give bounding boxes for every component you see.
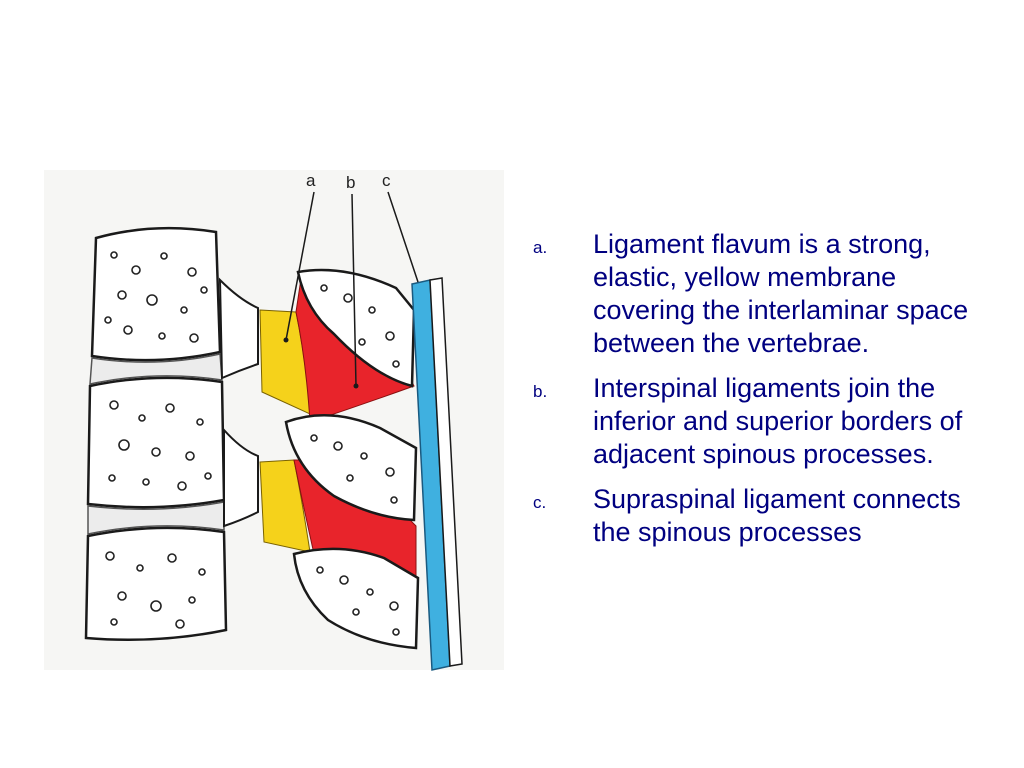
spinous-process-2	[284, 414, 418, 522]
vertebral-bodies	[84, 226, 228, 642]
pedicles	[218, 277, 259, 528]
note-marker: c.	[533, 493, 547, 512]
pedicle-2	[223, 427, 259, 528]
label-c: c	[382, 171, 391, 190]
cancellous-bone-pattern	[104, 251, 212, 629]
vertebral-body-2	[86, 376, 226, 509]
leader-dot-b	[353, 383, 359, 389]
label-a: a	[306, 171, 316, 190]
disc-2	[87, 501, 225, 535]
leader-line-b	[351, 193, 357, 387]
note-item-b: b. Interspinal ligaments join the inferi…	[533, 372, 993, 471]
spinous-bone-pattern	[310, 284, 400, 636]
leader-dot-a	[283, 337, 289, 343]
note-marker: a.	[533, 238, 548, 257]
note-text: Ligament flavum is a strong, elastic, ye…	[593, 229, 969, 358]
vertebral-body-1	[90, 226, 222, 362]
supraspinal-ligament-outer	[429, 277, 463, 667]
leader-line-a	[285, 191, 315, 341]
pedicle-1	[218, 277, 259, 380]
ligamentum-flavum	[259, 309, 311, 553]
note-marker: b.	[533, 382, 548, 401]
supraspinal-ligament	[411, 277, 463, 671]
spinous-process-1	[296, 268, 416, 388]
note-text: Interspinal ligaments join the inferior …	[593, 373, 963, 469]
leader-lines	[285, 191, 419, 387]
ligament-notes-list: a. Ligament flavum is a strong, elastic,…	[533, 228, 993, 561]
disc-1	[89, 353, 223, 385]
spine-ligament-figure: a b c	[44, 160, 504, 680]
spinous-processes	[284, 268, 420, 650]
intervertebral-discs	[87, 353, 225, 535]
leader-line-c	[387, 191, 419, 283]
note-item-a: a. Ligament flavum is a strong, elastic,…	[533, 228, 993, 360]
note-text: Supraspinal ligament connects the spinou…	[593, 484, 961, 547]
note-item-c: c. Supraspinal ligament connects the spi…	[533, 483, 993, 549]
label-b: b	[346, 173, 355, 192]
spine-diagram: a b c	[44, 170, 504, 671]
vertebral-body-3	[84, 526, 228, 642]
spinous-process-3	[292, 547, 420, 650]
